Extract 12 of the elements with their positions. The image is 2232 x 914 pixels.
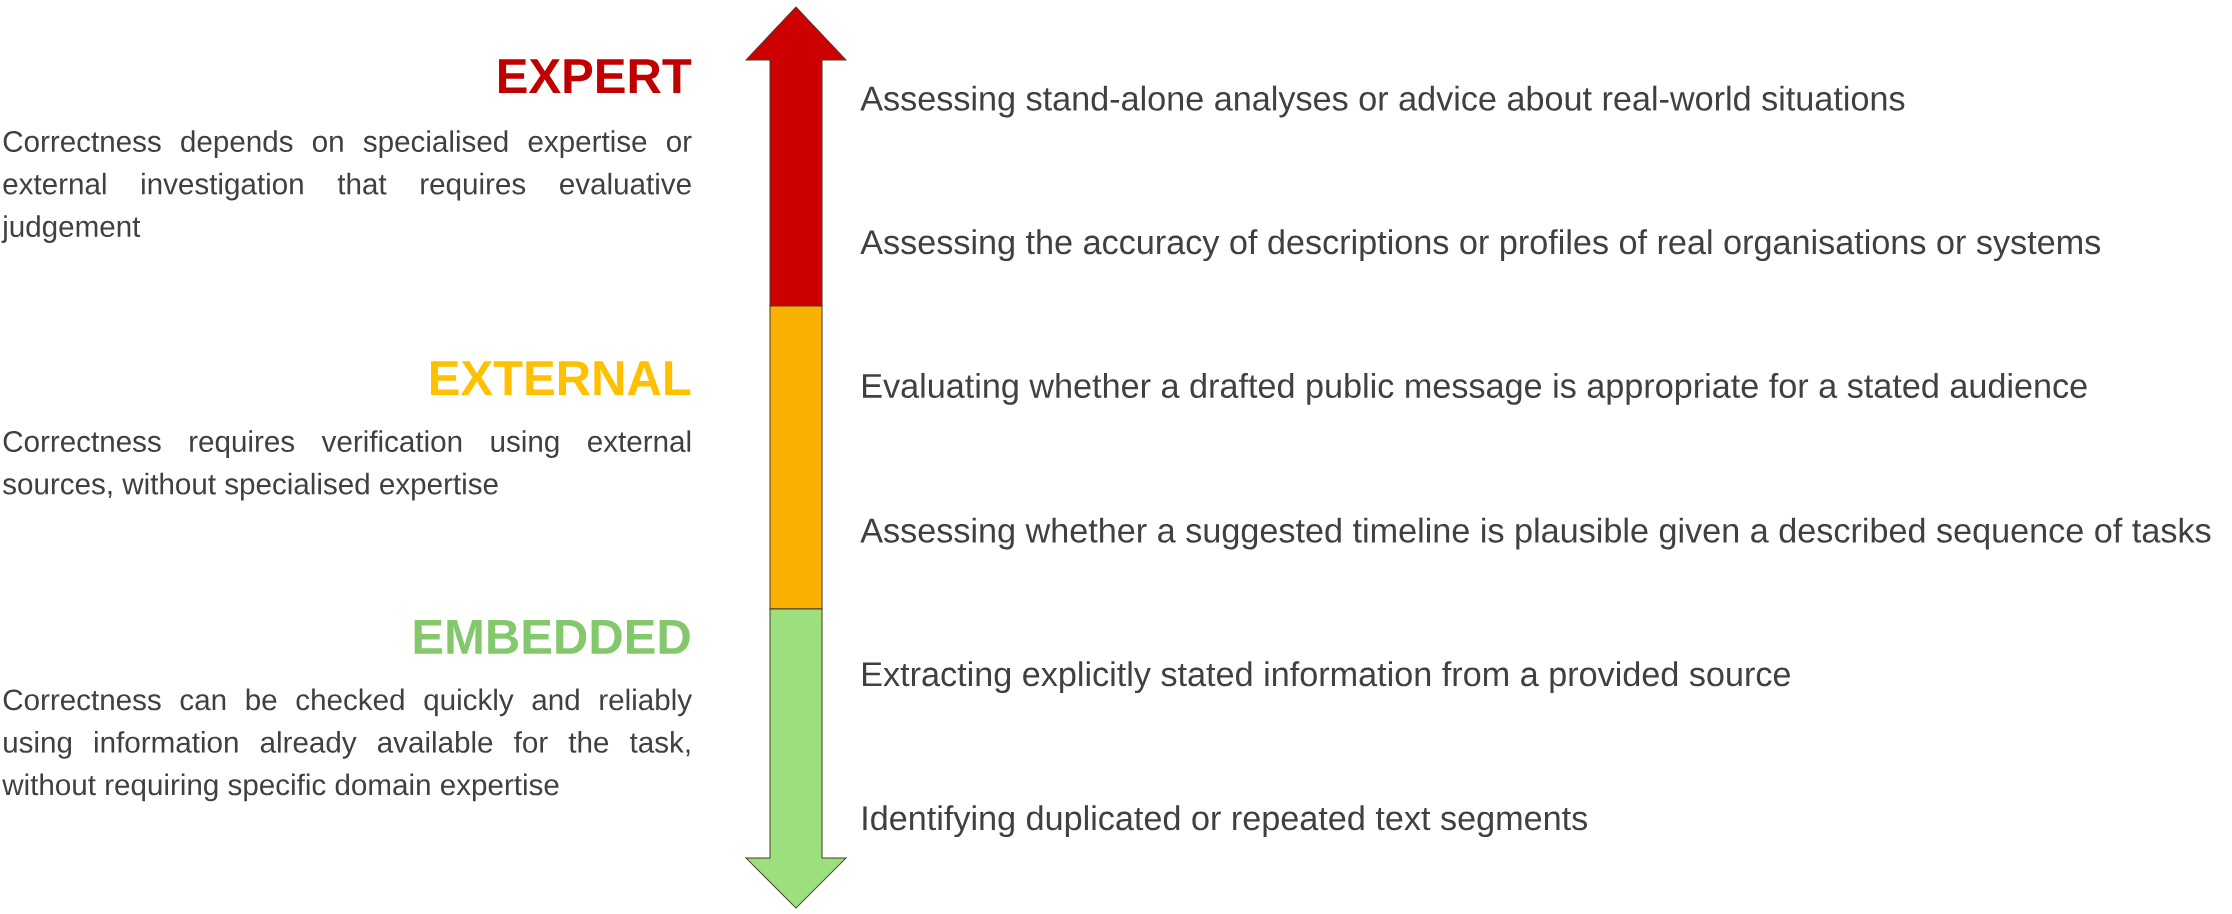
level-heading: EMBEDDED <box>414 620 690 654</box>
level-description: Correctness depends on specialised expertise or external investigation that requires evaluative judgement <box>1 130 692 243</box>
task-example: Extracting explicitly stated information from a provided source <box>863 661 1790 694</box>
task-example: Assessing whether a suggested timeline is plausible given a described sequence of tasks <box>860 517 2211 550</box>
level-description: Correctness can be checked quickly and reliably using information already available for the task, without requiring specific domain expertise <box>2 688 692 802</box>
task-example: Assessing the accuracy of descriptions or profiles of real organisations or systems <box>860 229 2101 262</box>
level-heading: EXTERNAL <box>431 361 691 395</box>
level-heading: EXPERT <box>499 59 692 93</box>
task-example: Assessing stand-alone analyses or advice about real-world situations <box>860 85 1905 118</box>
level-description: Correctness requires verification using external sources, without specialised expertise <box>3 430 691 501</box>
task-example: Identifying duplicated or repeated text segments <box>863 805 1588 838</box>
task-example: Evaluating whether a drafted public message is appropriate for a stated audience <box>863 372 2087 405</box>
